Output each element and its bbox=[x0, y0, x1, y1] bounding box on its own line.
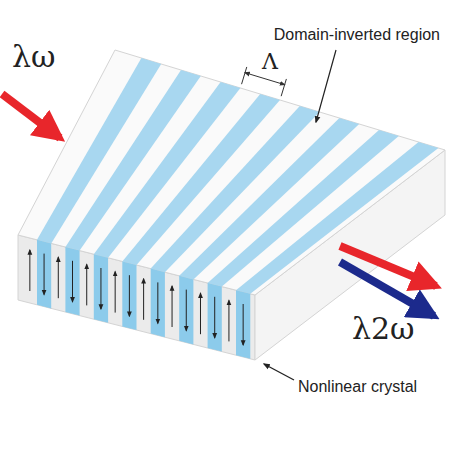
domain-inverted-stripe bbox=[208, 130, 399, 287]
domain-inverted-column bbox=[208, 283, 222, 352]
domain-inverted-stripe bbox=[236, 142, 438, 294]
domain-inverted-column bbox=[151, 269, 165, 338]
wavelength-label: λ2ω bbox=[352, 312, 415, 347]
polarization-arrow bbox=[186, 290, 187, 331]
leader-line bbox=[316, 50, 336, 122]
dimension-line bbox=[245, 73, 285, 85]
polarization-arrow bbox=[100, 268, 101, 309]
leader-line bbox=[264, 364, 294, 380]
input-beam bbox=[2, 94, 60, 138]
polarization-arrow bbox=[115, 272, 116, 313]
polarization-arrow bbox=[157, 282, 158, 323]
domain-inverted-column bbox=[37, 240, 51, 309]
domain-inverted-column bbox=[94, 254, 108, 323]
domain-inverted-column bbox=[65, 247, 79, 316]
polarization-arrow bbox=[172, 286, 173, 327]
part-label: Domain-inverted region bbox=[274, 26, 440, 44]
wavelength-label: λω bbox=[12, 40, 55, 75]
crystal-top-face bbox=[18, 50, 445, 295]
domain-inverted-stripe bbox=[179, 118, 359, 279]
polarization-arrow bbox=[143, 279, 144, 320]
polarization-arrow bbox=[72, 261, 73, 302]
domain-inverted-stripe bbox=[122, 94, 280, 265]
domain-inverted-column bbox=[179, 276, 193, 345]
polarization-arrow bbox=[228, 300, 229, 341]
second-harmonic-beam bbox=[340, 262, 434, 316]
polarization-arrow bbox=[200, 293, 201, 334]
polarization-arrow bbox=[29, 250, 30, 291]
period-label: Λ bbox=[262, 49, 278, 74]
polarization-arrow bbox=[214, 297, 215, 338]
polarization-arrow bbox=[44, 254, 45, 295]
polarization-arrow bbox=[129, 275, 130, 316]
dimension-tick bbox=[281, 79, 286, 96]
polarization-arrow bbox=[86, 264, 87, 305]
domain-inverted-column bbox=[122, 261, 136, 330]
domain-inverted-column bbox=[236, 290, 250, 359]
polarization-arrow bbox=[243, 304, 244, 345]
dimension-tick bbox=[242, 67, 247, 84]
part-label: Nonlinear crystal bbox=[298, 378, 417, 396]
domain-stripes bbox=[30, 58, 439, 359]
polarization-arrow bbox=[58, 257, 59, 298]
